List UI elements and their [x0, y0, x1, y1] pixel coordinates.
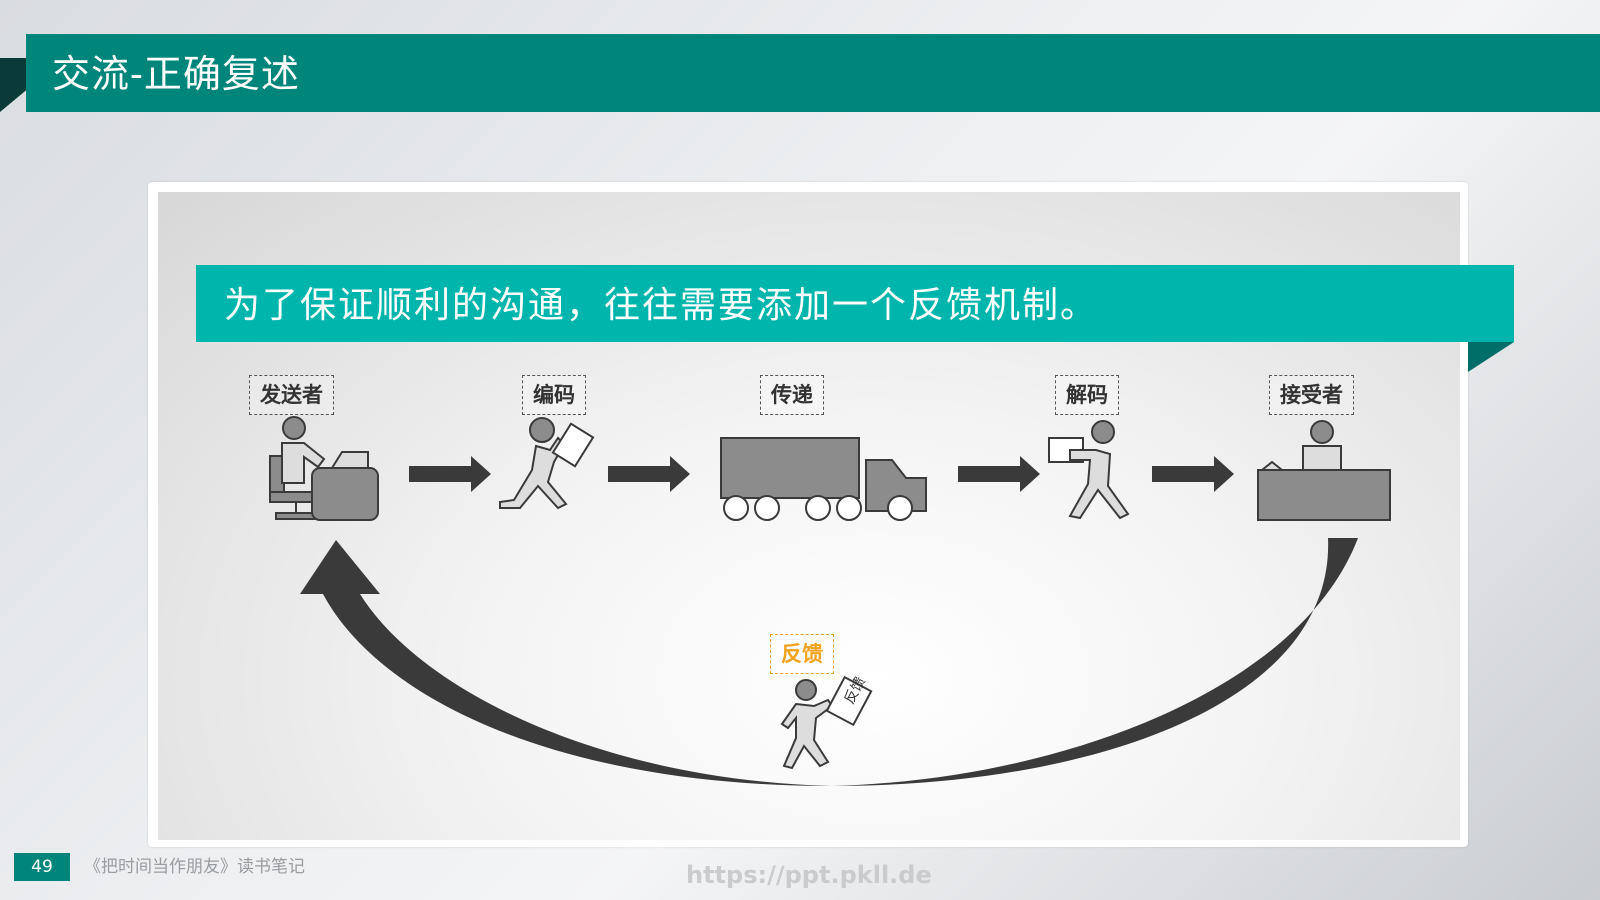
runner-with-paper-icon [499, 417, 595, 510]
stage-label-feedback: 反馈 [770, 634, 834, 674]
person-reading-paper-icon [1048, 420, 1130, 520]
stage-label-transmit: 传递 [760, 375, 824, 415]
stage-label-receiver: 接受者 [1269, 375, 1354, 415]
stage-label-encode: 编码 [522, 375, 586, 415]
title-bar [26, 34, 1600, 112]
flow-arrow-4 [1152, 456, 1234, 492]
flow-arrow-2 [608, 456, 690, 492]
stage-label-sender: 发送者 [249, 375, 334, 415]
receiver-at-desk-icon [1257, 420, 1391, 521]
sender-at-desk-icon [269, 416, 379, 521]
footer-text: 《把时间当作朋友》读书笔记 [84, 857, 305, 877]
flow-arrow-1 [409, 456, 491, 492]
stage-label-decode: 解码 [1055, 375, 1119, 415]
flow-arrow-3 [958, 456, 1040, 492]
person-holding-feedback-sign-icon: 反馈 [780, 674, 873, 770]
feedback-arrow-right [832, 538, 1358, 786]
truck-icon [720, 437, 927, 521]
page-number: 49 [14, 853, 70, 881]
message-banner [196, 265, 1514, 342]
slide-title: 交流-正确复述 [52, 52, 300, 96]
watermark: https://ppt.pkll.de [686, 861, 932, 889]
feedback-arrow-left [300, 540, 832, 786]
banner-text: 为了保证顺利的沟通，往往需要添加一个反馈机制。 [224, 285, 1099, 326]
